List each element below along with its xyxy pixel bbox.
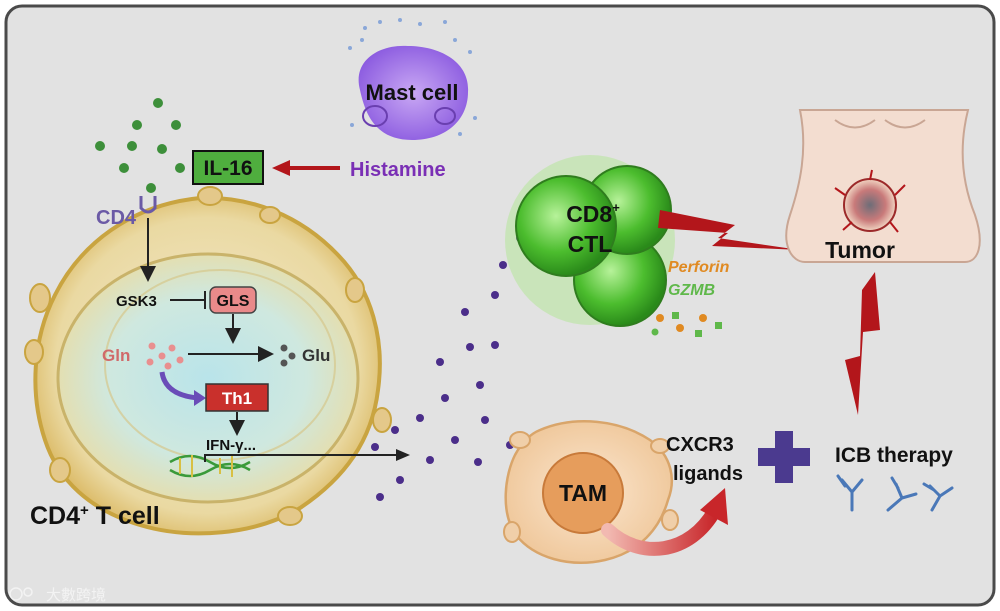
il16-label: IL-16 <box>203 157 252 180</box>
tumor-label: Tumor <box>825 237 895 263</box>
antibody-icons <box>836 474 954 512</box>
transcription-arrow <box>204 454 398 462</box>
watermark-text: 大數跨境 <box>46 586 106 604</box>
glu-label: Glu <box>302 346 330 365</box>
gln-to-th1-arrowhead <box>194 390 206 406</box>
gln-to-th1-arrow <box>159 371 199 401</box>
cd8-label: CD8+ <box>566 200 620 227</box>
transcription-arrowhead <box>396 449 410 461</box>
gln-label: Gln <box>102 346 130 365</box>
icb-therapy-label: ICB therapy <box>835 444 953 467</box>
mast-cell-label: Mast cell <box>366 80 459 105</box>
dna-icon <box>169 454 251 478</box>
glu-dots <box>280 344 296 367</box>
watermark: 大數跨境 <box>9 586 106 604</box>
ifn-label: IFN-γ... <box>206 437 256 454</box>
mast-cell <box>348 18 477 140</box>
icb-tumor-lightning <box>845 272 880 415</box>
tam-label: TAM <box>559 480 607 506</box>
gsk3-label: GSK3 <box>116 293 157 310</box>
granule-dots <box>651 312 722 337</box>
cd4-t-cell <box>24 186 392 536</box>
tam-cell <box>503 420 679 564</box>
gls-label: GLS <box>217 293 250 310</box>
plus-icon <box>758 431 810 483</box>
ctl-label: CTL <box>568 231 613 257</box>
histamine-label: Histamine <box>350 159 446 181</box>
cd4-receptor <box>139 196 157 214</box>
cxcr3-label-line1: CXCR3 <box>666 434 734 456</box>
tumor-icon <box>834 169 906 233</box>
ctl-tumor-lightning <box>658 210 800 250</box>
il16-dots <box>95 98 185 193</box>
gln-dots <box>146 342 184 370</box>
perforin-label: Perforin <box>668 259 730 276</box>
tam-curved-arrowhead <box>700 488 728 525</box>
gzmb-label: GZMB <box>668 282 715 299</box>
il16-box <box>192 150 264 185</box>
cd4-receptor-label: CD4 <box>96 207 137 229</box>
histamine-arrowhead <box>272 160 290 176</box>
cd8-ctl-cell <box>505 155 675 327</box>
tam-curved-arrow <box>601 503 722 556</box>
cxcr3-label-line2: ligands <box>673 463 743 485</box>
cd4-tcell-label: CD4+ T cell <box>30 502 160 530</box>
th1-box <box>205 383 269 412</box>
gls-box <box>209 286 257 314</box>
th1-label: Th1 <box>222 389 252 408</box>
